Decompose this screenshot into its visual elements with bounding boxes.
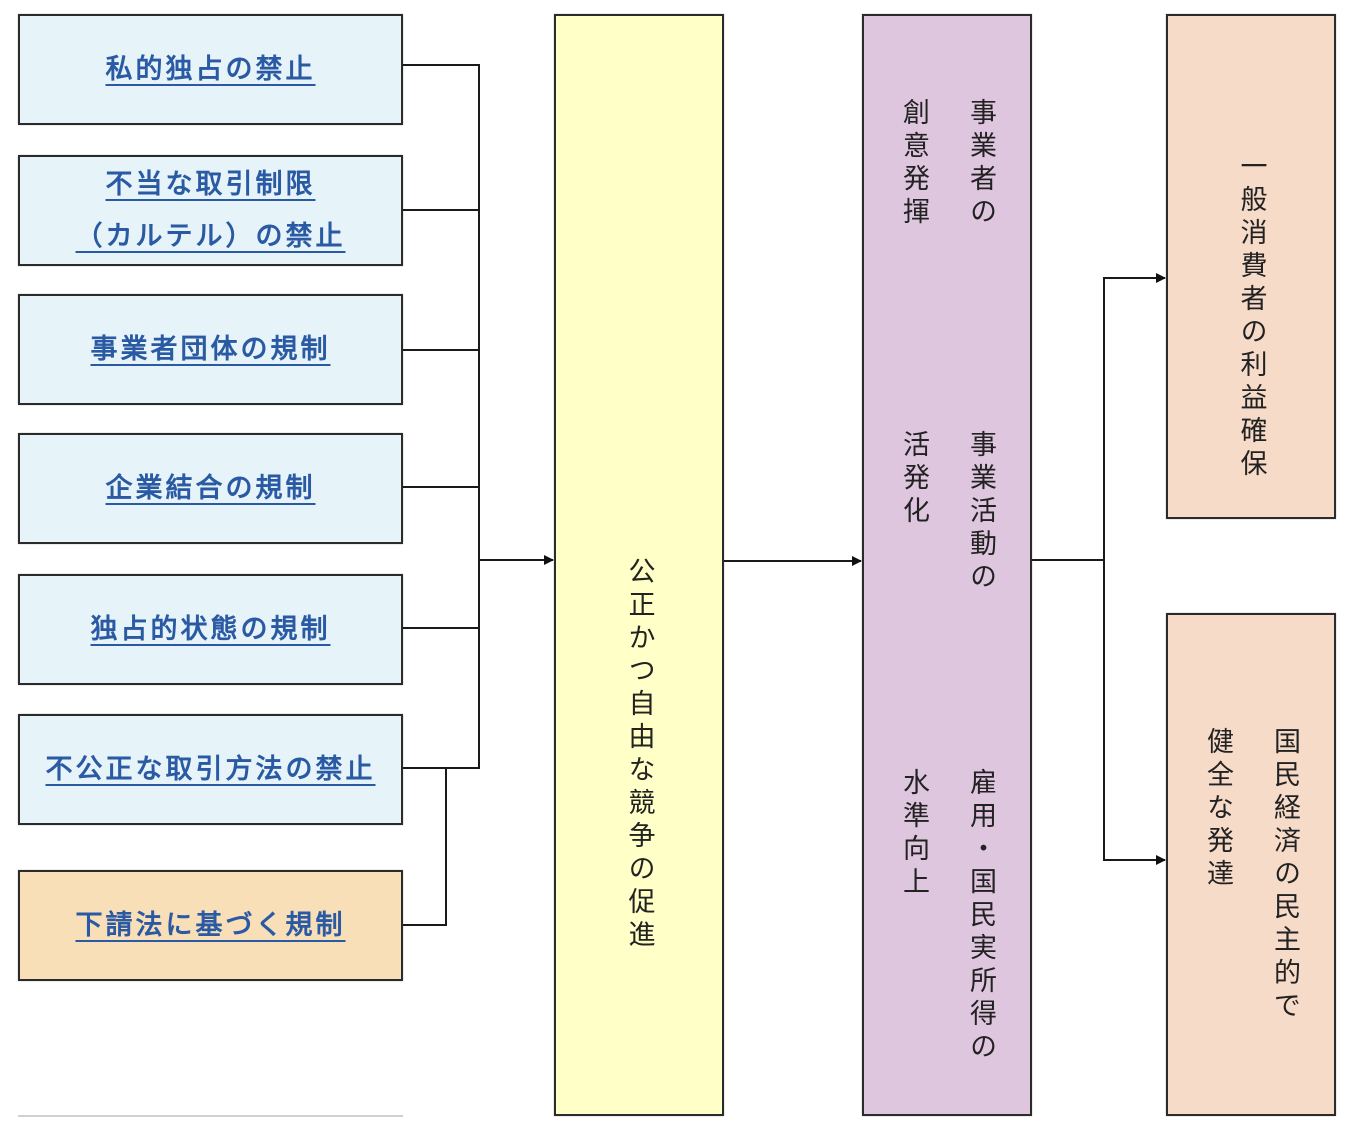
divider-line bbox=[18, 1115, 403, 1117]
effect-group-creativity: 事業者の 創意発揮 bbox=[864, 98, 1030, 230]
link-cartel-prohibition[interactable]: （カルテル）の禁止 bbox=[75, 220, 346, 252]
outcome-1-text: 一般消費者の利益確保 bbox=[1235, 151, 1267, 482]
box-subcontract-act: 下請法に基づく規制 bbox=[18, 870, 403, 981]
box-merger-regulation: 企業結合の規制 bbox=[18, 433, 403, 544]
link-unfair-trade[interactable]: 不公正な取引方法の禁止 bbox=[45, 753, 376, 785]
outcome-2-line-2: 健全な発達 bbox=[1202, 727, 1233, 892]
box-cartel: 不当な取引制限 （カルテル）の禁止 bbox=[18, 155, 403, 266]
box-effects: 事業者の 創意発揮 事業活動の 活発化 雇用・国民実所得の 水準向上 bbox=[862, 14, 1032, 1116]
effect-3-line-1: 雇用・国民実所得の bbox=[965, 768, 996, 1065]
link-trade-association[interactable]: 事業者団体の規制 bbox=[90, 333, 331, 365]
link-private-monopoly[interactable]: 私的独占の禁止 bbox=[105, 53, 316, 85]
box-monopolistic-situation: 独占的状態の規制 bbox=[18, 574, 403, 685]
outcome-2-group: 国民経済の民主的で 健全な発達 bbox=[1168, 727, 1334, 1024]
box-trade-association: 事業者団体の規制 bbox=[18, 294, 403, 405]
box-unfair-trade: 不公正な取引方法の禁止 bbox=[18, 714, 403, 825]
effect-group-activity: 事業活動の 活発化 bbox=[864, 430, 1030, 595]
effect-2-line-2: 活発化 bbox=[898, 430, 929, 529]
box-fair-free-competition: 公正かつ自由な競争の促進 bbox=[554, 14, 724, 1116]
outcome-2-line-1: 国民経済の民主的で bbox=[1269, 727, 1300, 1024]
center-text: 公正かつ自由な競争の促進 bbox=[623, 557, 655, 953]
link-unreasonable-restraint[interactable]: 不当な取引制限 bbox=[105, 168, 316, 200]
link-subcontract-act[interactable]: 下請法に基づく規制 bbox=[75, 909, 346, 941]
box-private-monopoly: 私的独占の禁止 bbox=[18, 14, 403, 125]
effect-2-line-1: 事業活動の bbox=[965, 430, 996, 595]
effect-1-line-2: 創意発揮 bbox=[898, 98, 929, 230]
box-national-economy: 国民経済の民主的で 健全な発達 bbox=[1166, 613, 1336, 1116]
effect-3-line-2: 水準向上 bbox=[898, 768, 929, 900]
effect-1-line-1: 事業者の bbox=[965, 98, 996, 230]
link-monopolistic-situation[interactable]: 独占的状態の規制 bbox=[90, 613, 331, 645]
box-consumer-interest: 一般消費者の利益確保 bbox=[1166, 14, 1336, 519]
link-merger-regulation[interactable]: 企業結合の規制 bbox=[105, 472, 316, 504]
effect-group-employment: 雇用・国民実所得の 水準向上 bbox=[864, 768, 1030, 1065]
